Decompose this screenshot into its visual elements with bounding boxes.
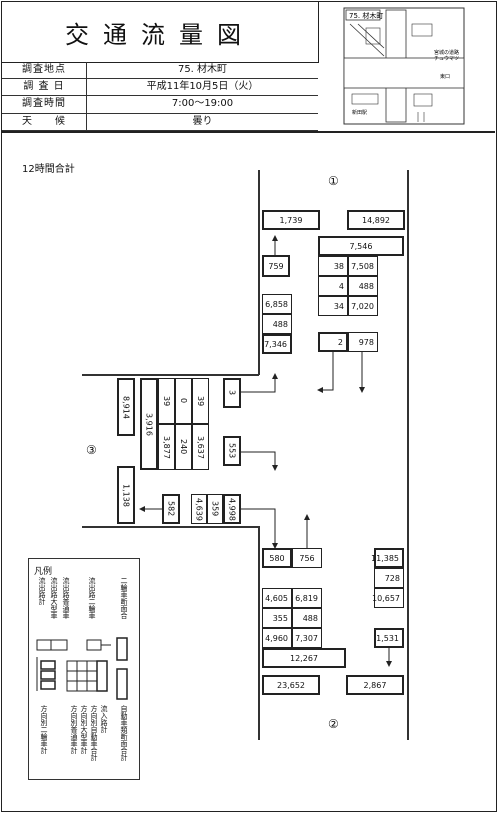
south-pair-cell: 580 [262,548,292,568]
map-title: 75. 材木町 [349,11,383,20]
road-south-left [258,526,260,740]
north-out-cell: 488 [262,314,292,334]
north-cross-total: 14,892 [347,210,405,230]
south-grid-cell: 4,960 [262,628,292,648]
west-bottom-cell: 4,998 [223,494,241,524]
north-out-cell: 6,858 [262,294,292,314]
diagram-subtitle: 12時間合計 [22,164,75,175]
west-grid-cell: 240 [175,424,192,470]
south-mid-total: 12,267 [262,648,346,668]
north-turn-out: 759 [262,255,290,277]
south-grid-cell: 488 [292,608,322,628]
north-in-total: 7,546 [318,236,404,256]
page-title: 交通流量図 [2,2,319,63]
west-grid-cell: 39 [158,378,175,424]
info-value: 75. 材木町 [177,64,228,75]
west-grid-cell: 3,637 [192,424,209,470]
south-right-single: 1,531 [374,628,404,648]
info-label: 調 査 日 [2,79,87,96]
north-out-cell-total: 7,346 [262,334,292,354]
location-map: 75. 材木町 宮城の道路 チュウマツ 東口 新田駅 [318,2,495,132]
north-in-cell: 7,508 [348,256,378,276]
south-right-stack: 10,657 [372,588,404,608]
legend-symbols [36,637,128,700]
north-right-cell: 978 [348,332,378,352]
south-grid-cell: 7,307 [292,628,322,648]
north-in-cell: 38 [318,256,348,276]
direction-north: ① [328,174,339,188]
legend-text: 方向別普通車計 [70,705,78,754]
road-west-top [82,374,259,376]
south-cross-total: 23,652 [262,675,320,695]
map-label: 新田駅 [352,109,367,116]
info-label: 天 候 [2,113,87,130]
legend-text: 流出路計 [38,577,46,605]
info-value: 平成11年10月5日（火） [146,81,259,93]
west-bottom-cell: 4,639 [191,494,207,524]
south-right-stack: 11,385 [371,548,404,568]
south-grid-cell: 6,819 [292,588,322,608]
west-in-total: 3,916 [140,378,158,470]
info-label: 調査地点 [2,62,87,79]
south-right-total: 2,867 [346,675,404,695]
info-row-date: 調 査 日 平成11年10月5日（火） [2,79,318,97]
north-out-total: 1,739 [262,210,320,230]
info-value: 曇り [192,115,213,127]
arrow-north-left [317,352,334,393]
west-grid-cell: 39 [192,378,209,424]
header-divider [1,131,495,133]
legend-text: 自動車類断面合計 [120,705,128,761]
legend-text: 方向別二輪車計 [40,705,48,754]
direction-west: ③ [86,443,97,457]
road-west-bottom [82,526,259,528]
west-grid-cell: 3,877 [158,424,175,470]
south-grid-cell: 355 [262,608,292,628]
west-turn-mid: 553 [223,436,241,466]
west-turn-top: 3 [223,378,241,408]
legend-text: 流出路大型車 [50,577,58,619]
arrow-south-up [241,508,278,549]
direction-south: ② [328,717,339,731]
legend-text: 方向別自動車合計 [90,705,98,761]
legend-text: 流入路計 [100,705,108,733]
legend-text: 方向別大型車計 [80,705,88,754]
north-right-cell: 2 [318,332,348,352]
west-out-total: 8,914 [117,378,135,436]
info-value: 7:00〜19:00 [171,98,234,110]
road-north-right [407,170,409,740]
north-in-cell: 7,020 [348,296,378,316]
legend-text: 流出路普通車 [62,577,70,619]
west-grid-cell: 0 [175,378,192,424]
info-row-weather: 天 候 曇り [2,113,318,131]
south-right-stack: 728 [374,568,404,588]
arrow-west-mid [241,451,278,471]
map-label: 東口 [440,73,450,80]
survey-info-table: 調査地点 75. 材木町 調 査 日 平成11年10月5日（火） 調査時間 7:… [2,62,318,131]
south-grid-cell: 4,605 [262,588,292,608]
legend-text: 二輪車断面合 [120,577,128,619]
south-pair-cell: 756 [292,548,322,568]
info-label: 調査時間 [2,96,87,113]
legend-box: 凡例 流出路計 流出路大型車 流出路普通車 流出路二輪車 二輪車断面合 方向別二… [28,558,140,780]
west-cross-total: 1,138 [117,466,135,524]
map-label: 宮城の道路 [434,49,459,56]
info-row-location: 調査地点 75. 材木町 [2,62,318,80]
north-in-cell: 34 [318,296,348,316]
arrow-west-top [241,373,278,393]
north-in-cell: 4 [318,276,348,296]
legend-title: 凡例 [34,567,53,577]
location-map-drawing: 75. 材木町 宮城の道路 チュウマツ 東口 新田駅 [343,7,465,125]
map-label: チュウマツ [434,55,459,62]
north-in-cell: 488 [348,276,378,296]
road-north-left [258,170,260,375]
west-bottom-cell: 582 [162,494,180,524]
west-bottom-cell: 359 [207,494,223,524]
legend-text: 流出路二輪車 [88,577,96,619]
info-row-time: 調査時間 7:00〜19:00 [2,96,318,114]
